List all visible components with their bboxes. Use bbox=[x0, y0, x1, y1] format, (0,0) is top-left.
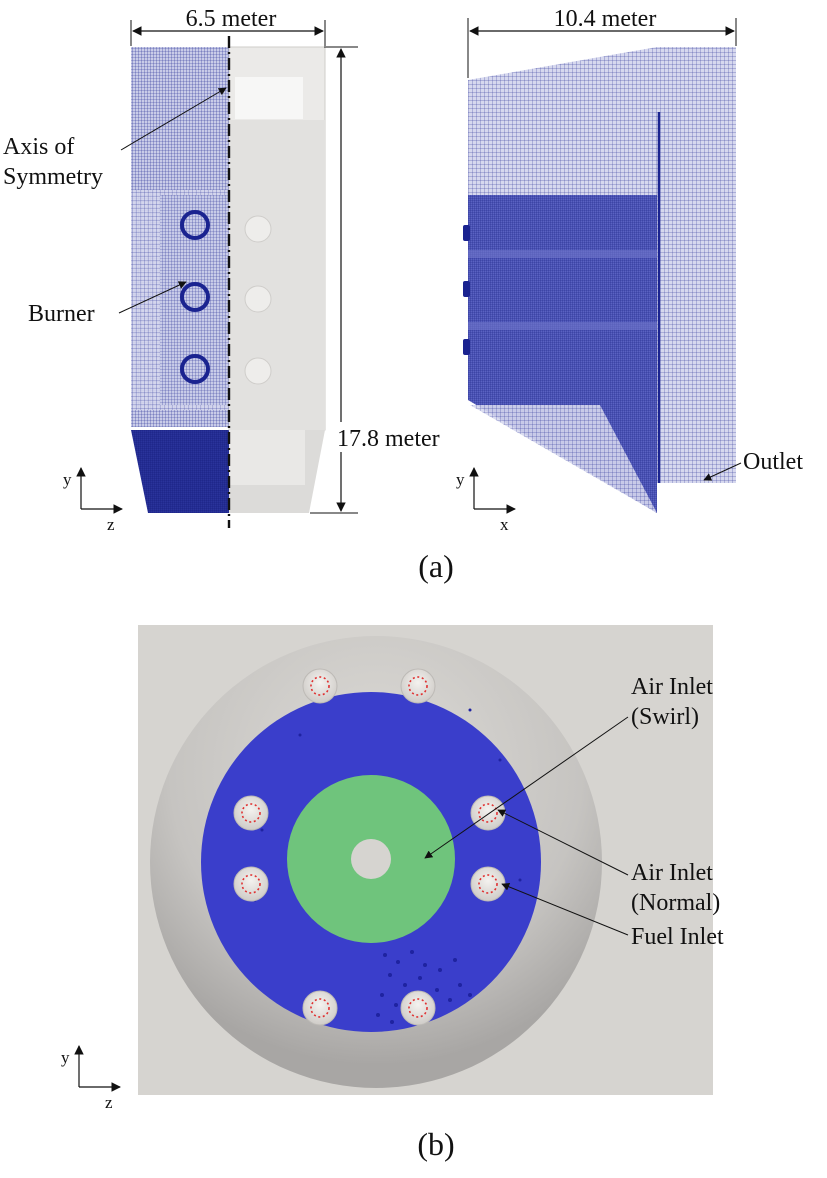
axis-of-symmetry-pointer bbox=[120, 87, 227, 151]
air-inlet-normal-label-line2: (Normal) bbox=[631, 890, 720, 916]
burner-rings bbox=[180, 210, 210, 384]
axes-triad-front bbox=[76, 467, 123, 514]
air-inlet-swirl-label-line1: Air Inlet bbox=[631, 674, 713, 700]
axis-z-label-burner-face: z bbox=[105, 1093, 113, 1112]
width-dimension-left bbox=[130, 8, 326, 46]
width-label-right: 10.4 meter bbox=[554, 6, 657, 32]
front-view-mesh bbox=[131, 47, 229, 513]
burner-label: Burner bbox=[28, 301, 95, 327]
fuel-nozzle bbox=[233, 795, 269, 831]
axis-of-symmetry-label-line2: Symmetry bbox=[3, 164, 103, 190]
air-inlet-swirl-label-line2: (Swirl) bbox=[631, 704, 699, 730]
fuel-inlet-pointer bbox=[501, 882, 629, 936]
air-inlet-normal-pointer bbox=[497, 809, 629, 876]
fuel-nozzle bbox=[302, 990, 338, 1026]
axis-y-label-burner-face: y bbox=[61, 1048, 70, 1067]
fuel-nozzle bbox=[400, 990, 436, 1026]
burner-pointer bbox=[118, 281, 187, 314]
height-label: 17.8 meter bbox=[337, 426, 440, 452]
side-view-mesh bbox=[463, 47, 736, 513]
axes-triad-burner-face bbox=[74, 1045, 121, 1092]
fuel-nozzle bbox=[302, 668, 338, 704]
height-dimension bbox=[310, 46, 470, 514]
front-view-solid-half bbox=[228, 46, 326, 513]
outlet-pointer bbox=[703, 462, 742, 481]
width-label-left: 6.5 meter bbox=[186, 6, 277, 32]
caption-b: (b) bbox=[417, 1126, 454, 1162]
fuel-inlet-label: Fuel Inlet bbox=[631, 924, 724, 950]
axis-y-label-side: y bbox=[456, 470, 465, 489]
axis-x-label-side: x bbox=[500, 515, 509, 534]
axis-y-label-front: y bbox=[63, 470, 72, 489]
axis-z-label-front: z bbox=[107, 515, 115, 534]
outlet-label: Outlet bbox=[743, 449, 803, 475]
fuel-nozzles bbox=[233, 668, 506, 1026]
fuel-nozzle bbox=[233, 866, 269, 902]
caption-a: (a) bbox=[418, 548, 454, 584]
air-inlet-normal-label-line1: Air Inlet bbox=[631, 860, 713, 886]
width-dimension-right bbox=[467, 6, 737, 78]
fuel-nozzle bbox=[470, 795, 506, 831]
air-inlet-swirl-pointer bbox=[424, 716, 629, 859]
fuel-nozzle bbox=[470, 866, 506, 902]
fuel-nozzle bbox=[400, 668, 436, 704]
axis-of-symmetry-label-line1: Axis of bbox=[3, 134, 74, 160]
center-hub bbox=[351, 839, 391, 879]
axes-triad-side bbox=[469, 467, 516, 514]
